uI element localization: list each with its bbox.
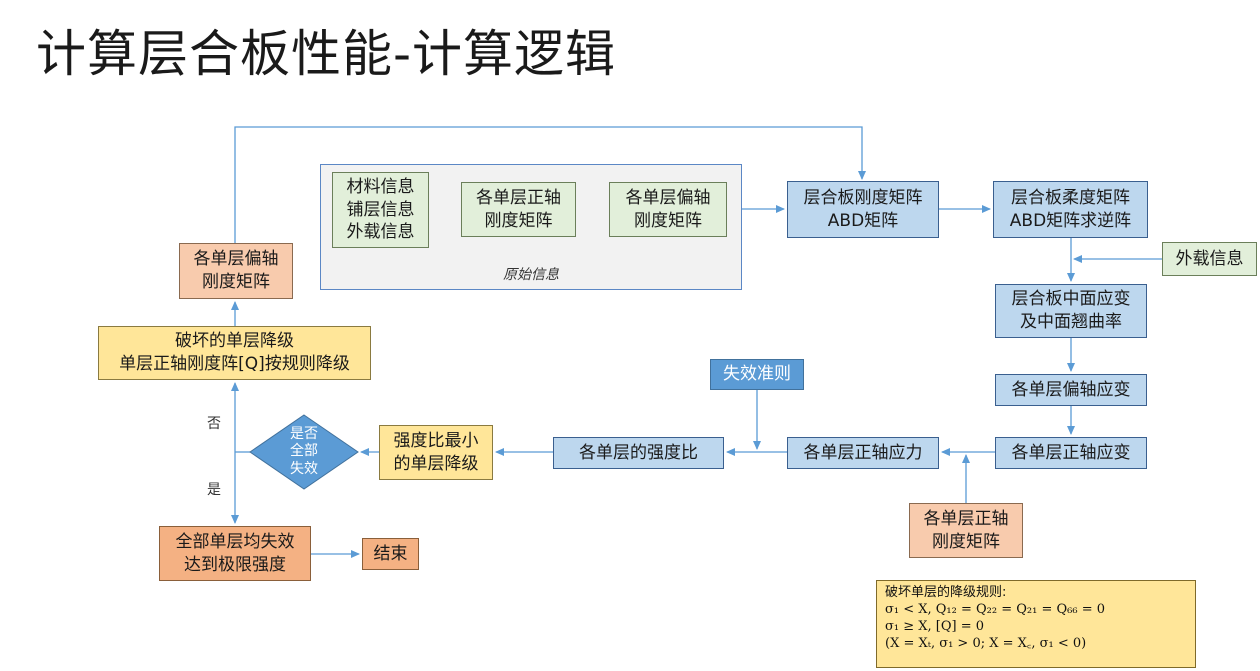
node-ply-off-axis-stiffness: 各单层偏轴 刚度矩阵 xyxy=(609,182,727,237)
node-external-load: 外载信息 xyxy=(1162,242,1257,276)
degradation-rules-note: 破坏单层的降级规则: σ₁ < X, Q₁₂ = Q₂₂ = Q₂₁ = Q₆₆… xyxy=(876,580,1196,668)
edge-feedback-loop xyxy=(234,126,866,243)
rules-line-1: σ₁ < X, Q₁₂ = Q₂₂ = Q₂₁ = Q₆₆ = 0 xyxy=(885,602,1105,617)
node-ply-strength-ratio: 各单层的强度比 xyxy=(553,437,724,469)
node-laminate-compliance: 层合板柔度矩阵 ABD矩阵求逆阵 xyxy=(993,181,1148,238)
node-min-strength-degrade: 强度比最小 的单层降级 xyxy=(379,425,493,480)
decision-diamond xyxy=(249,414,359,490)
edge-label-no: 否 xyxy=(207,416,221,432)
node-ply-on-axis-strain: 各单层正轴应变 xyxy=(995,437,1147,469)
node-failure-criterion: 失效准则 xyxy=(710,359,804,390)
page-title: 计算层合板性能-计算逻辑 xyxy=(36,25,617,83)
node-end: 结束 xyxy=(362,538,419,570)
node-ply-on-axis-stiffness: 各单层正轴 刚度矩阵 xyxy=(461,182,576,237)
node-laminate-stiffness: 层合板刚度矩阵 ABD矩阵 xyxy=(787,181,939,238)
rules-line-2: σ₁ ≥ X, [Q] = 0 xyxy=(885,619,984,634)
node-ply-off-axis-stiffness-updated: 各单层偏轴 刚度矩阵 xyxy=(179,243,293,299)
node-failed-ply-degrade: 破坏的单层降级 单层正轴刚度阵[Q]按规则降级 xyxy=(98,326,371,380)
rules-title: 破坏单层的降级规则: xyxy=(885,585,1007,600)
raw-info-group-label: 原始信息 xyxy=(503,267,559,283)
node-ply-off-axis-strain: 各单层偏轴应变 xyxy=(995,374,1147,406)
node-ply-on-axis-stiffness-input: 各单层正轴 刚度矩阵 xyxy=(909,503,1023,558)
rules-line-3: (X = Xₜ, σ₁ > 0; X = X꜀, σ₁ < 0) xyxy=(885,636,1087,651)
node-all-failed-ultimate: 全部单层均失效 达到极限强度 xyxy=(159,526,311,581)
edge-label-yes: 是 xyxy=(207,482,221,498)
node-all-failed-decision: 是否 全部 失效 xyxy=(290,425,318,477)
node-midplane-strain: 层合板中面应变 及中面翘曲率 xyxy=(995,284,1147,338)
node-material-info: 材料信息 铺层信息 外载信息 xyxy=(332,172,429,248)
node-ply-on-axis-stress: 各单层正轴应力 xyxy=(787,437,939,469)
